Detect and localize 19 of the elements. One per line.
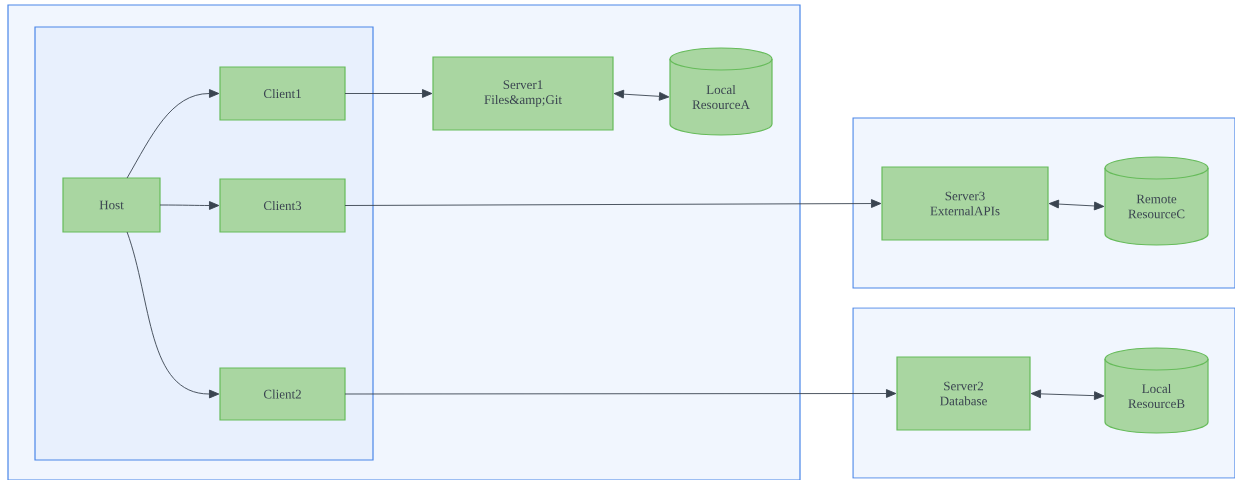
process-box: Client1 bbox=[219, 66, 346, 121]
arrow bbox=[613, 89, 670, 101]
process-box: Server2 Database bbox=[896, 356, 1031, 431]
process-box: Server3 ExternalAPIs bbox=[881, 166, 1049, 241]
process-box: Client2 bbox=[219, 367, 346, 421]
resource-cylinder: Local ResourceA bbox=[669, 47, 773, 136]
arrow bbox=[1048, 199, 1105, 211]
arrow bbox=[344, 389, 897, 398]
arrow bbox=[126, 89, 220, 179]
arrow bbox=[344, 199, 882, 208]
arrow bbox=[159, 201, 220, 210]
arrow bbox=[1030, 389, 1105, 401]
process-box: Server1 Files&amp;Git bbox=[432, 56, 614, 131]
resource-cylinder: Remote ResourceC bbox=[1104, 156, 1209, 246]
arrow bbox=[344, 89, 433, 98]
arrow bbox=[126, 231, 220, 399]
process-box: Client3 bbox=[219, 178, 346, 233]
process-box: Host bbox=[62, 177, 161, 233]
resource-cylinder: Local ResourceB bbox=[1104, 347, 1209, 434]
